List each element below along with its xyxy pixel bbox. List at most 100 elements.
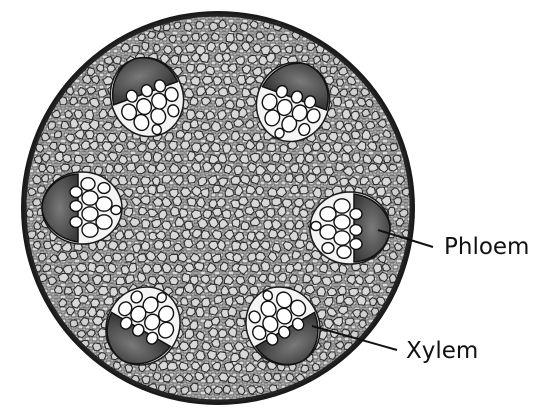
parenchyma-cell (337, 79, 344, 86)
parenchyma-cell (142, 220, 150, 229)
parenchyma-cell (33, 199, 42, 206)
parenchyma-cell (261, 198, 270, 207)
parenchyma-cell (280, 144, 288, 152)
parenchyma-cell (87, 68, 95, 76)
parenchyma-cell (388, 207, 395, 215)
parenchyma-cell (223, 144, 232, 154)
parenchyma-cell (214, 296, 222, 304)
parenchyma-cell (226, 33, 234, 42)
parenchyma-cell (119, 242, 127, 251)
parenchyma-cell (301, 365, 309, 372)
parenchyma-cell (342, 153, 350, 162)
parenchyma-cell (77, 263, 87, 272)
parenchyma-cell (269, 229, 278, 238)
parenchyma-cell (223, 385, 230, 393)
parenchyma-cell (231, 176, 240, 184)
parenchyma-cell (268, 274, 276, 283)
parenchyma-cell (125, 208, 133, 217)
parenchyma-cell (167, 362, 177, 370)
parenchyma-cell (34, 156, 42, 164)
parenchyma-cell (236, 144, 245, 152)
parenchyma-cell (236, 99, 245, 108)
parenchyma-cell (136, 232, 146, 241)
parenchyma-cell (272, 198, 281, 206)
xylem-label: Xylem (406, 340, 478, 363)
parenchyma-cell (231, 353, 240, 361)
parenchyma-cell (163, 240, 171, 248)
parenchyma-cell (352, 153, 360, 163)
parenchyma-cell (201, 123, 210, 131)
parenchyma-cell (237, 76, 246, 85)
parenchyma-cell (222, 210, 231, 219)
parenchyma-cell (345, 100, 354, 109)
parenchyma-cell (240, 23, 248, 31)
parenchyma-cell (126, 163, 135, 171)
parenchyma-cell (104, 255, 112, 263)
parenchyma-cell (182, 122, 190, 131)
parenchyma-cell (119, 132, 127, 142)
parenchyma-cell (317, 153, 326, 162)
parenchyma-cell (376, 187, 385, 196)
parenchyma-cell (169, 254, 178, 262)
parenchyma-cell (295, 240, 305, 249)
parenchyma-cell (125, 365, 133, 373)
parenchyma-cell (26, 209, 33, 218)
parenchyma-cell (48, 122, 56, 130)
parenchyma-cell (65, 287, 73, 294)
parenchyma-cell (85, 131, 94, 139)
parenchyma-cell (184, 239, 193, 248)
parenchyma-cell (280, 34, 288, 41)
parenchyma-cell (108, 263, 116, 273)
parenchyma-cell (319, 133, 328, 141)
parenchyma-cell (285, 174, 293, 183)
parenchyma-cell (184, 221, 193, 230)
parenchyma-cell (164, 374, 172, 382)
parenchyma-cell (206, 66, 215, 75)
parenchyma-cell (337, 295, 345, 304)
parenchyma-cell (202, 231, 211, 240)
vascular-bundle (310, 192, 390, 264)
parenchyma-cell (299, 186, 308, 194)
parenchyma-cell (267, 144, 276, 152)
parenchyma-cell (38, 186, 46, 193)
parenchyma-cell (333, 97, 342, 106)
parenchyma-cell (63, 154, 72, 162)
parenchyma-cell (110, 287, 118, 296)
parenchyma-cell (184, 132, 192, 141)
parenchyma-cell (169, 277, 178, 285)
parenchyma-cell (240, 155, 249, 164)
parenchyma-cell (80, 98, 88, 105)
parenchyma-cell (306, 264, 314, 272)
parenchyma-cell (74, 155, 83, 163)
parenchyma-cell (85, 110, 94, 120)
parenchyma-cell (384, 155, 391, 162)
parenchyma-cell (39, 164, 46, 172)
parenchyma-cell (88, 263, 97, 273)
parenchyma-cell (273, 374, 281, 381)
parenchyma-cell (93, 343, 102, 351)
parenchyma-cell (320, 66, 327, 73)
parenchyma-cell (142, 376, 150, 384)
parenchyma-cell (273, 243, 281, 252)
parenchyma-cell (202, 298, 211, 307)
parenchyma-cell (69, 251, 78, 258)
parenchyma-cell (210, 306, 219, 315)
parenchyma-cell (202, 76, 212, 84)
parenchyma-cell (142, 42, 149, 51)
parenchyma-cell (228, 86, 237, 95)
parenchyma-cell (219, 42, 227, 51)
parenchyma-cell (181, 141, 190, 149)
parenchyma-cell (402, 188, 409, 196)
vascular-bundle (42, 172, 122, 244)
parenchyma-cell (164, 24, 171, 31)
parenchyma-cell (129, 264, 137, 273)
parenchyma-cell (242, 375, 251, 382)
parenchyma-cell (218, 88, 228, 97)
parenchyma-cell (324, 167, 333, 175)
parenchyma-cell (44, 241, 53, 249)
parenchyma-cell (187, 307, 196, 316)
parenchyma-cell (267, 209, 275, 218)
parenchyma-cell (116, 277, 125, 285)
parenchyma-cell (148, 185, 156, 194)
parenchyma-cell (320, 264, 328, 273)
